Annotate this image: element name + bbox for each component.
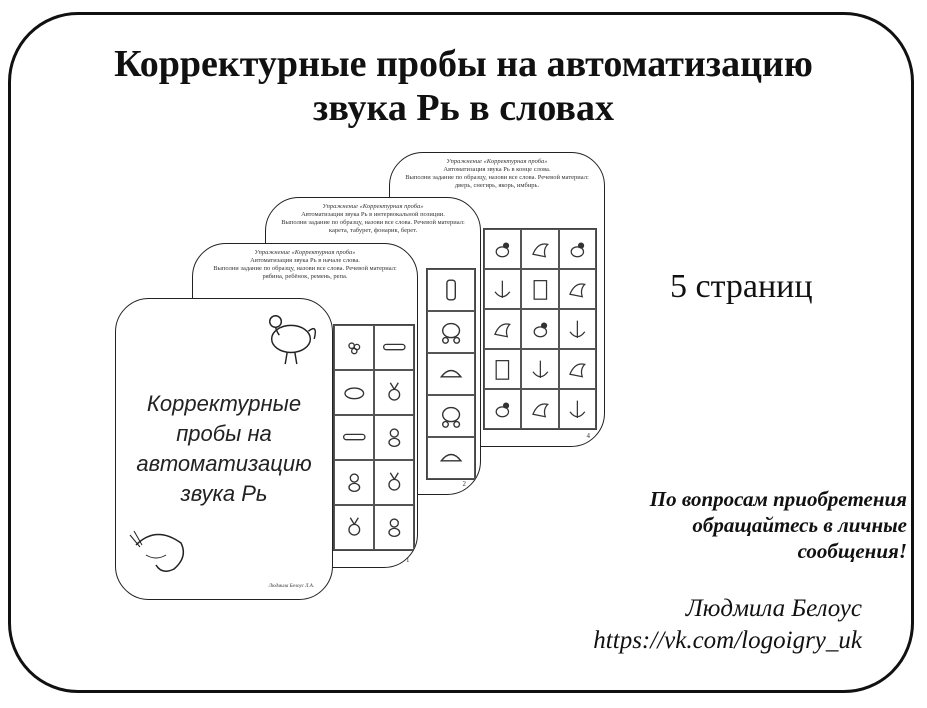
shrimp-illustration <box>129 530 185 572</box>
page-4-picture-grid <box>483 228 597 430</box>
anchor-picture <box>558 389 596 429</box>
ginger-picture <box>484 309 522 349</box>
bird-picture <box>484 389 522 429</box>
rowan-picture <box>334 325 374 370</box>
page-4-header: Упражнение «Корректурная проба» Автомати… <box>405 158 589 189</box>
page-title: Корректурные пробы на автоматизацию звук… <box>30 42 897 130</box>
title-line-1: Корректурные пробы на автоматизацию <box>114 43 813 85</box>
beret-picture <box>427 353 475 395</box>
ginger-picture <box>558 349 596 389</box>
cover-page: Корректурные пробы на автоматизацию звук… <box>115 298 333 600</box>
ginger-picture <box>558 269 596 309</box>
door-picture <box>484 349 522 389</box>
cover-title: Корректурные пробы на автоматизацию звук… <box>136 391 312 506</box>
door-picture <box>521 269 559 309</box>
pages-count: 5 страниц <box>670 268 813 305</box>
page-3-number: 2 <box>462 480 467 488</box>
carriage-picture <box>427 311 475 353</box>
anchor-picture <box>558 309 596 349</box>
ginger-picture <box>521 229 559 269</box>
anchor-picture <box>521 349 559 389</box>
baby-picture <box>334 460 374 505</box>
page-2-header: Упражнение «Корректурная проба» Автомати… <box>213 249 397 280</box>
turnip-picture <box>374 370 414 415</box>
carriage-picture <box>427 395 475 437</box>
author-name: Людмила Белоус <box>685 595 862 622</box>
cover-author: Людмила Белоус Л.А. <box>268 584 314 589</box>
bird-picture <box>521 309 559 349</box>
page-4-number: 4 <box>586 432 591 440</box>
belt-picture <box>334 415 374 460</box>
turnip-picture <box>374 460 414 505</box>
nest-picture <box>334 370 374 415</box>
belt-picture <box>374 325 414 370</box>
page-2-picture-grid <box>333 324 415 551</box>
turnip-picture <box>334 505 374 550</box>
beret-picture <box>427 437 475 479</box>
title-line-2: звука Рь в словах <box>313 87 614 129</box>
bird-picture <box>484 229 522 269</box>
contact-note: По вопросам приобретения обращайтесь в л… <box>649 487 907 563</box>
cover-page-number: 1 <box>406 556 410 564</box>
hen-illustration <box>269 315 317 365</box>
author-url[interactable]: https://vk.com/logoigry_uk <box>593 627 862 654</box>
baby-picture <box>374 415 414 460</box>
page-3-header: Упражнение «Корректурная проба» Автомати… <box>281 203 465 234</box>
page-3-picture-grid <box>426 268 476 480</box>
bird-picture <box>558 229 596 269</box>
author-block: Людмила Белоус https://vk.com/logoigry_u… <box>593 593 862 657</box>
anchor-picture <box>484 269 522 309</box>
flashlight-picture <box>427 269 475 311</box>
baby-picture <box>374 505 414 550</box>
ginger-picture <box>521 389 559 429</box>
